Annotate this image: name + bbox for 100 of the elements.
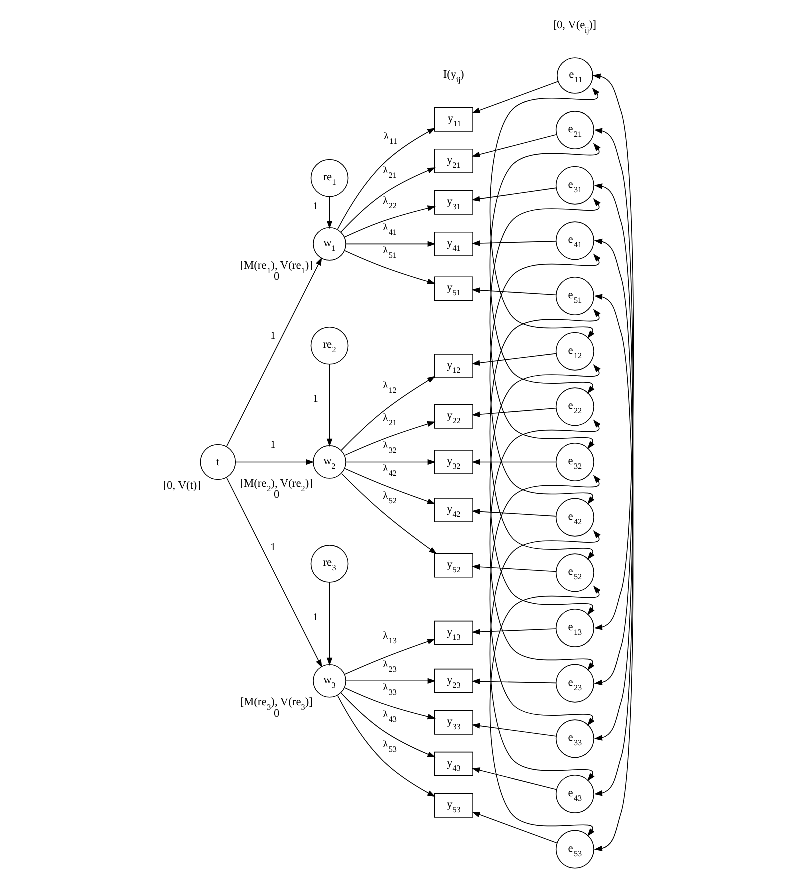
edge-label: λ$_{41}$ (383, 222, 397, 238)
node-box: y$_{12}$ (434, 354, 474, 378)
arrow (472, 678, 557, 684)
arrow (490, 254, 601, 505)
node-box: y$_{52}$ (434, 553, 474, 578)
node-circle: w$_{1}$ (313, 228, 346, 261)
arrow (472, 459, 557, 466)
node-circle: re$_{3}$ (310, 545, 349, 583)
arrow (472, 812, 558, 844)
node-box: y$_{21}$ (434, 148, 474, 174)
node-box: y$_{32}$ (434, 450, 474, 474)
arrow (337, 695, 436, 798)
edge-label: λ$_{12}$ (383, 380, 397, 396)
node-box: y$_{41}$ (434, 232, 474, 256)
node-box: y$_{22}$ (434, 404, 474, 429)
node-label: 0 (274, 489, 280, 502)
arrow (490, 364, 601, 616)
node-circle: e$_{41}$ (556, 222, 594, 260)
arrow (472, 288, 557, 296)
node-circle: re$_{2}$ (310, 326, 349, 365)
node-circle: re$_{1}$ (310, 159, 349, 198)
edge-label: λ$_{11}$ (384, 132, 398, 146)
node-box: y$_{11}$ (434, 107, 474, 132)
arrow (472, 768, 557, 790)
arrow (472, 564, 557, 572)
arrow (344, 250, 436, 284)
arrow (472, 628, 557, 635)
arrow (472, 240, 557, 246)
arrow (346, 678, 436, 684)
node-label: 0 (274, 708, 280, 720)
node-circle: e$_{33}$ (556, 720, 594, 758)
arrow (341, 376, 436, 451)
node-circle: e$_{31}$ (556, 166, 594, 205)
arrow (592, 74, 634, 630)
arrow (490, 586, 601, 837)
arrow (326, 196, 333, 230)
edge-label: λ$_{52}$ (383, 491, 397, 506)
edge-label: λ$_{53}$ (383, 739, 397, 754)
arrow (594, 238, 634, 796)
arrow (340, 168, 436, 233)
arrow (472, 508, 557, 517)
edge-label: 1 (313, 612, 318, 624)
arrow (490, 143, 601, 394)
edge-label: λ$_{21}$ (383, 166, 397, 180)
edge-label: λ$_{42}$ (383, 464, 397, 478)
node-circle: e$_{11}$ (557, 58, 594, 94)
node-circle: e$_{23}$ (556, 664, 594, 703)
node-box: y$_{33}$ (434, 710, 474, 735)
arrow (472, 353, 557, 366)
arrow (346, 459, 436, 466)
arrow (490, 198, 601, 450)
node-circle: e$_{12}$ (556, 332, 594, 371)
edge-label: 1 (270, 440, 276, 451)
arrow (341, 473, 438, 554)
node-circle: e$_{42}$ (556, 498, 594, 537)
arrow (344, 422, 436, 456)
arrow (226, 258, 322, 448)
arrow (472, 723, 557, 737)
node-circle: e$_{22}$ (556, 388, 594, 426)
node-circle: e$_{51}$ (556, 277, 594, 316)
node-circle: e$_{21}$ (556, 111, 594, 150)
edge-label: λ$_{22}$ (383, 196, 397, 210)
node-circle: e$_{52}$ (556, 554, 594, 592)
node-box: y$_{43}$ (434, 752, 474, 776)
arrow (326, 364, 333, 448)
arrow (490, 309, 601, 560)
edge-label: λ$_{33}$ (383, 682, 397, 697)
arrow (344, 687, 436, 720)
node-box: y$_{53}$ (434, 793, 474, 818)
arrow (594, 294, 634, 852)
edge-label: λ$_{13}$ (383, 631, 397, 646)
edge-label: λ$_{21}$ (383, 413, 397, 428)
arrow (490, 530, 601, 782)
node-label: [0, V(t)] (163, 480, 201, 492)
arrow (344, 206, 436, 238)
label: I(y$_{ij}$) (443, 68, 464, 84)
node-circle: w$_{3}$ (313, 664, 346, 698)
edge-label: λ$_{43}$ (383, 709, 397, 724)
arrow (235, 459, 314, 466)
node-label: 0 (274, 271, 280, 284)
node-circle: e$_{43}$ (556, 774, 594, 814)
arrow (226, 477, 322, 668)
node-circle: e$_{32}$ (556, 442, 594, 482)
node-box: y$_{42}$ (434, 498, 474, 522)
arrow (344, 468, 436, 504)
label: [0, V(e$_{ij}$)] (553, 19, 597, 35)
arrow (472, 134, 557, 158)
edge-label: λ$_{23}$ (383, 660, 397, 674)
arrow (490, 475, 601, 726)
node-circle: t (200, 444, 236, 480)
node-box: y$_{51}$ (434, 276, 474, 302)
edge-label: 1 (270, 542, 276, 554)
edge-label: 1 (270, 330, 276, 342)
arrow (490, 420, 601, 671)
arrow (472, 408, 557, 418)
node-circle: w$_{2}$ (313, 446, 346, 479)
edge-label: 1 (313, 394, 318, 406)
node-box: y$_{23}$ (434, 668, 474, 694)
arrow (472, 81, 558, 114)
node-box: y$_{31}$ (434, 190, 474, 215)
